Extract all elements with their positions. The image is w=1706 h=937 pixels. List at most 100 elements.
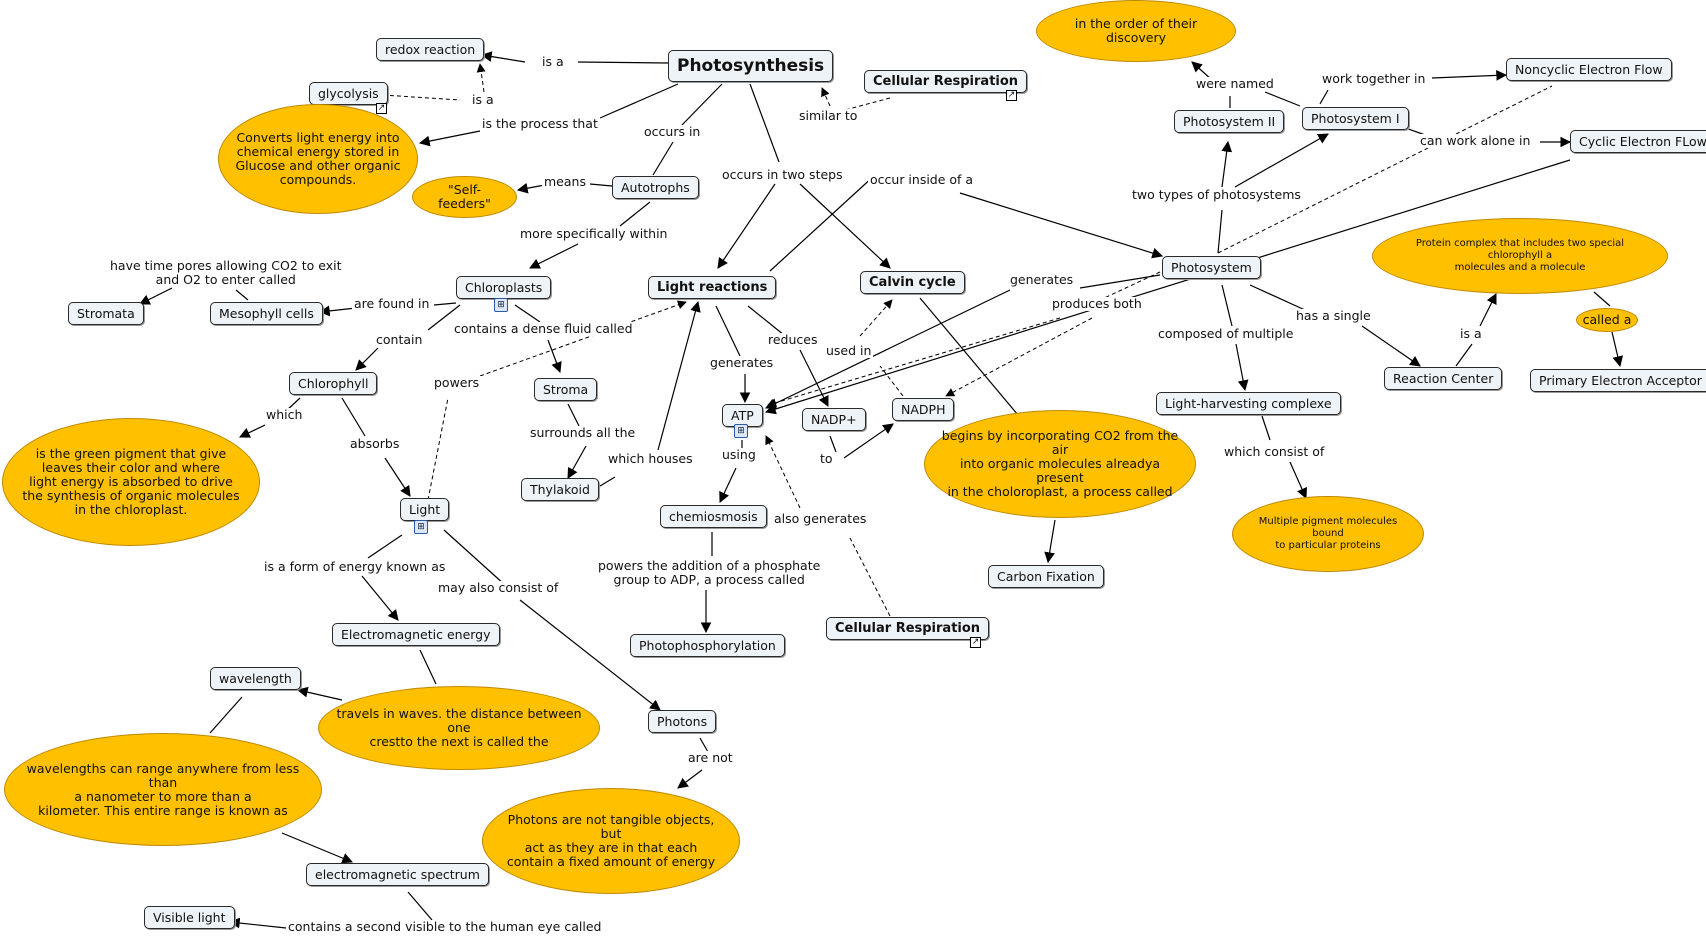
edge-glyco-isa [382, 94, 461, 101]
node-calvin-cycle[interactable]: Calvin cycle [860, 271, 965, 294]
label-contains-a-second: contains a second visible to the human e… [286, 919, 604, 934]
label-to: to [818, 451, 835, 466]
edge-light-powers [427, 397, 449, 501]
oval-self-feeders[interactable]: "Self-feeders" [412, 176, 517, 218]
edge-twotypes-ps1 [1234, 133, 1329, 188]
edge-ps1-worktogether [1319, 89, 1329, 105]
edge-also-atp [765, 435, 801, 509]
label-generates: generates [708, 355, 776, 370]
label-two-types-of-photosystems: two types of photosystems [1130, 187, 1303, 202]
node-light-reactions[interactable]: Light reactions [648, 276, 777, 299]
node-cyclic-electron-flow[interactable]: Cyclic Electron FLow [1570, 130, 1706, 153]
edge-lr-reduces [747, 305, 785, 336]
label-can-work-alone-in: can work alone in [1418, 133, 1533, 148]
node-noncyclic-electron-flow[interactable]: Noncyclic Electron Flow [1506, 58, 1672, 81]
node-light[interactable]: Light [400, 498, 450, 521]
oval-travels-in-waves[interactable]: travels in waves. the distance between o… [318, 686, 600, 770]
label-which-consist-of: which consist of [1222, 444, 1327, 459]
submap-icon[interactable]: ⊞ [734, 424, 748, 438]
node-photosystem[interactable]: Photosystem [1162, 256, 1261, 279]
edge-similar-photo [821, 87, 831, 107]
oval-called-a[interactable]: called a [1576, 308, 1638, 332]
label-contain: contain [374, 332, 425, 347]
node-electromagnetic-spectrum[interactable]: electromagnetic spectrum [306, 863, 489, 886]
label-has-a-single: has a single [1294, 308, 1373, 323]
node-photons[interactable]: Photons [648, 710, 717, 733]
label-reduces: reduces [766, 332, 820, 347]
node-cellular-respiration-bottom[interactable]: Cellular Respiration [826, 617, 990, 640]
edge-calvin-begins [919, 297, 1019, 416]
submap-icon[interactable]: ⊞ [494, 298, 508, 312]
oval-multiple-pigment[interactable]: Multiple pigment molecules bound to part… [1232, 496, 1424, 572]
node-nadp-plus[interactable]: NADP+ [802, 408, 866, 431]
oval-green-pigment[interactable]: is the green pigment that give leaves th… [2, 418, 260, 546]
label-which: which [264, 407, 305, 422]
label-contains-dense-fluid: contains a dense fluid called [452, 321, 635, 336]
edge-photo-redox [577, 61, 669, 64]
node-autotrophs[interactable]: Autotrophs [612, 176, 699, 199]
node-electromagnetic-energy[interactable]: Electromagnetic energy [332, 623, 500, 646]
oval-order-of-discovery[interactable]: in the order of their discovery [1036, 0, 1236, 62]
node-reaction-center[interactable]: Reaction Center [1384, 367, 1503, 390]
oval-begins-by-incorporating[interactable]: begins by incorporating CO2 from the air… [924, 410, 1196, 518]
node-stroma[interactable]: Stroma [534, 378, 598, 401]
node-nadph[interactable]: NADPH [892, 398, 955, 421]
edge-chloro-dense [514, 304, 541, 323]
label-occurs-in: occurs in [642, 124, 703, 139]
node-chemiosmosis[interactable]: chemiosmosis [660, 505, 767, 528]
edge-em-travels [419, 649, 437, 685]
label-were-named: were named [1194, 76, 1276, 91]
edge-chloro-contain [427, 304, 461, 331]
node-mesophyll-cells[interactable]: Mesophyll cells [210, 302, 323, 325]
edge-ps1-named [1264, 91, 1301, 107]
edge-photons-arenot [699, 737, 709, 753]
edge-meso-pores [235, 289, 249, 301]
edge-lr-generates [715, 305, 741, 357]
link-icon[interactable]: ↗ [376, 103, 387, 114]
label-used-in: used in [824, 343, 874, 358]
edge-surrounds-thylakoid [567, 445, 587, 479]
edge-ps-noncyclic [1217, 85, 1553, 254]
edge-which-green [239, 424, 266, 438]
edge-travels-wavelength [296, 686, 343, 701]
edge-pores-stromata [139, 287, 173, 305]
node-photosystem-i[interactable]: Photosystem I [1302, 107, 1409, 130]
node-cellular-respiration-top[interactable]: Cellular Respiration [864, 70, 1028, 93]
edge-twosteps-lr [717, 183, 776, 269]
link-icon[interactable]: ↗ [970, 637, 981, 648]
edge-auto-morespec [619, 201, 651, 227]
label-is-a: is a [540, 54, 566, 69]
node-carbon-fixation[interactable]: Carbon Fixation [988, 565, 1104, 588]
edge-worktogether-noncyclic [1431, 69, 1508, 81]
edge-energy-emenergy [361, 575, 399, 621]
label-is-the-process-that: is the process that [480, 116, 600, 131]
edge-photo-twosteps [749, 83, 780, 163]
edge-reduces-nadp [799, 349, 829, 407]
edge-usedin-calvin [859, 299, 893, 337]
node-stromata[interactable]: Stromata [68, 302, 144, 325]
node-thylakoid[interactable]: Thylakoid [521, 478, 599, 501]
node-redox-reaction[interactable]: redox reaction [376, 38, 485, 61]
submap-icon[interactable]: ⊞ [414, 520, 428, 534]
edge-foundin-meso [318, 305, 357, 317]
edge-isa-redox [476, 63, 486, 93]
node-wavelength[interactable]: wavelength [210, 667, 301, 690]
node-chloroplasts[interactable]: Chloroplasts [456, 276, 552, 299]
oval-protein-complex[interactable]: Protein complex that includes two specia… [1372, 218, 1668, 294]
node-light-harvesting-complexe[interactable]: Light-harvesting complexe [1156, 392, 1341, 415]
edge-generates-atp2 [765, 289, 1011, 409]
link-icon[interactable]: ↗ [1006, 90, 1017, 101]
node-glycolysis[interactable]: glycolysis [309, 82, 388, 105]
node-visible-light[interactable]: Visible light [144, 906, 235, 929]
node-photosystem-ii[interactable]: Photosystem II [1174, 110, 1285, 133]
node-chlorophyll[interactable]: Chlorophyll [289, 372, 378, 395]
edge-houses-lr [657, 300, 701, 451]
node-primary-electron-acceptor[interactable]: Primary Electron Acceptor [1530, 369, 1706, 392]
label-are-not: are not [686, 750, 735, 765]
node-photophosphorylation[interactable]: Photophosphorylation [630, 634, 785, 657]
oval-converts-light-energy[interactable]: Converts light energy into chemical ener… [218, 104, 418, 214]
oval-photons-not-tangible[interactable]: Photons are not tangible objects, but ac… [482, 788, 740, 894]
oval-wavelengths-range[interactable]: wavelengths can range anywhere from less… [4, 733, 322, 846]
label-powers-addition: powers the addition of a phosphate group… [596, 558, 823, 587]
node-photosynthesis[interactable]: Photosynthesis [668, 50, 834, 82]
